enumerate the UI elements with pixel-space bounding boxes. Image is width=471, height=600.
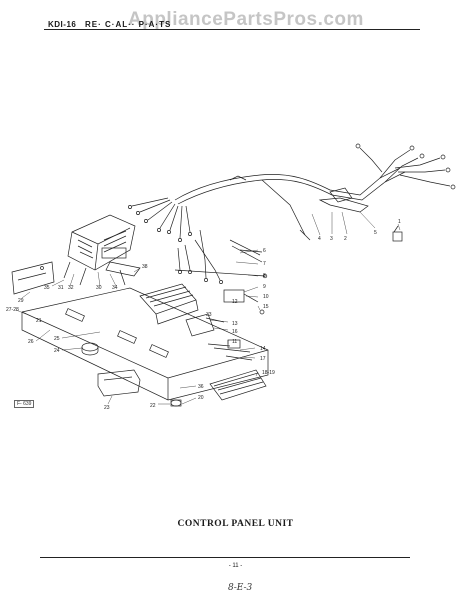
terminal-strip: [209, 369, 267, 401]
header-rule: [44, 29, 420, 30]
header-model: KDI-16: [48, 20, 77, 29]
control-module: [63, 214, 141, 286]
left-bracket: [11, 261, 55, 295]
callout-35: 35: [44, 285, 50, 291]
callout-13: 13: [232, 321, 238, 327]
door-handle: [97, 369, 141, 397]
figure-caption: CONTROL PANEL UNIT: [177, 519, 294, 529]
callout-11: 11: [232, 339, 237, 345]
callout-20: 20: [198, 395, 204, 401]
handwritten-note: 8-E-3: [228, 583, 253, 593]
knob-and-lamp: [81, 342, 182, 407]
callout-5: 5: [374, 230, 377, 236]
footer-rule: [40, 557, 410, 558]
figure-number: F- 639: [14, 400, 35, 408]
header-section: RE· C·AL·· P·A·TS: [85, 20, 172, 29]
relay-components: [185, 289, 265, 361]
callout-3: 3: [330, 236, 333, 242]
clip-part: [392, 225, 403, 242]
callout-24: 24: [54, 348, 60, 354]
callout-9: 9: [263, 284, 266, 290]
wiring-harness: [128, 143, 456, 284]
callout-14: 14: [260, 346, 266, 352]
callout-26: 26: [28, 339, 34, 345]
callout-22: 22: [150, 403, 156, 409]
pushbutton-switch: [139, 283, 199, 325]
callout-2: 2: [344, 236, 347, 242]
callout-7: 7: [263, 261, 266, 267]
page-number: - 11 -: [228, 563, 243, 569]
callout-36: 36: [198, 384, 204, 390]
callout-6: 6: [263, 248, 266, 254]
callout-23: 23: [104, 405, 110, 411]
callout-16: 16: [232, 329, 238, 335]
callout-18-19: 18-19: [262, 370, 275, 376]
callout-38: 38: [142, 264, 148, 270]
callout-33: 33: [206, 312, 212, 318]
callout-10: 10: [263, 294, 269, 300]
callout-4: 4: [318, 236, 321, 242]
callout-34: 34: [112, 285, 118, 291]
callout-25: 25: [54, 336, 60, 342]
leader-lines: [15, 211, 401, 405]
control-panel-body: [21, 287, 269, 401]
callout-27-28: 27-28: [6, 307, 19, 313]
callout-12: 12: [232, 299, 238, 305]
callout-31: 31: [58, 285, 64, 291]
callout-8: 8: [263, 273, 266, 279]
callout-30: 30: [96, 285, 102, 291]
callout-15: 15: [263, 304, 269, 310]
callout-1: 1: [398, 219, 401, 225]
callout-29: 29: [18, 298, 24, 304]
callout-21: 21: [36, 318, 42, 324]
watermark: AppliancePartsPros.com: [128, 9, 364, 30]
callout-32: 32: [68, 285, 74, 291]
callout-numbers: 1 2 3 4 5 6 7 8 9 10 15 12 13 16 11 14 1…: [6, 219, 401, 411]
callout-17: 17: [260, 356, 266, 362]
